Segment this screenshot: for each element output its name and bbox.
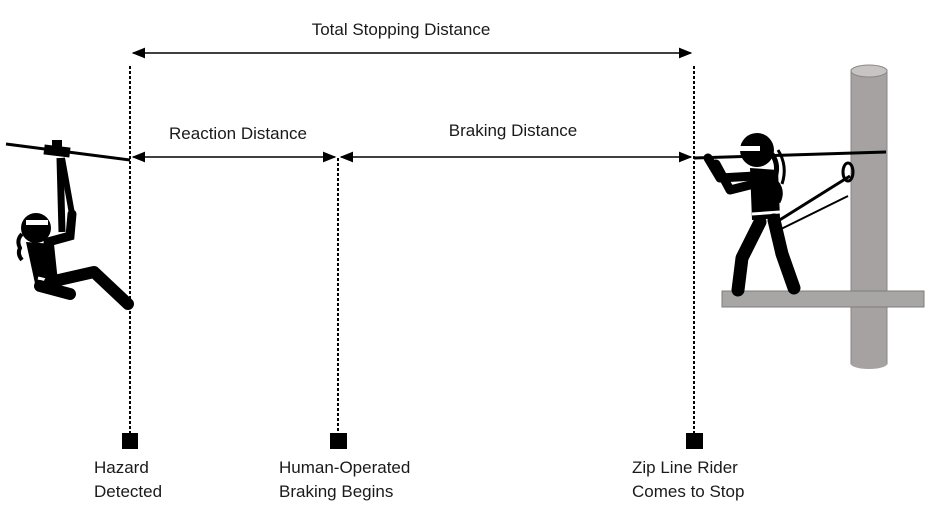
braking-begins-marker [330,433,347,449]
tree-pole-icon [850,64,888,369]
braking-begins-label-line1: Human-Operated [279,458,411,477]
hazard-detected-marker [122,433,138,449]
braking-begins-label-line2: Braking Begins [279,482,394,501]
reaction-distance-label: Reaction Distance [169,124,307,143]
rider-stops-marker [686,433,703,449]
rider-stops-label-line2: Comes to Stop [632,482,745,501]
zip-line-rider-icon [5,140,134,310]
rider-stops-label-line1: Zip Line Rider [632,458,738,477]
braking-distance-label: Braking Distance [448,121,578,140]
hazard-detected-label-line2: Detected [94,482,163,501]
platform-worker-icon [693,133,887,297]
total-stopping-distance-label: Total Stopping Distance [311,20,491,39]
platform [721,290,925,308]
hazard-detected-label-line1: Hazard [94,458,149,477]
